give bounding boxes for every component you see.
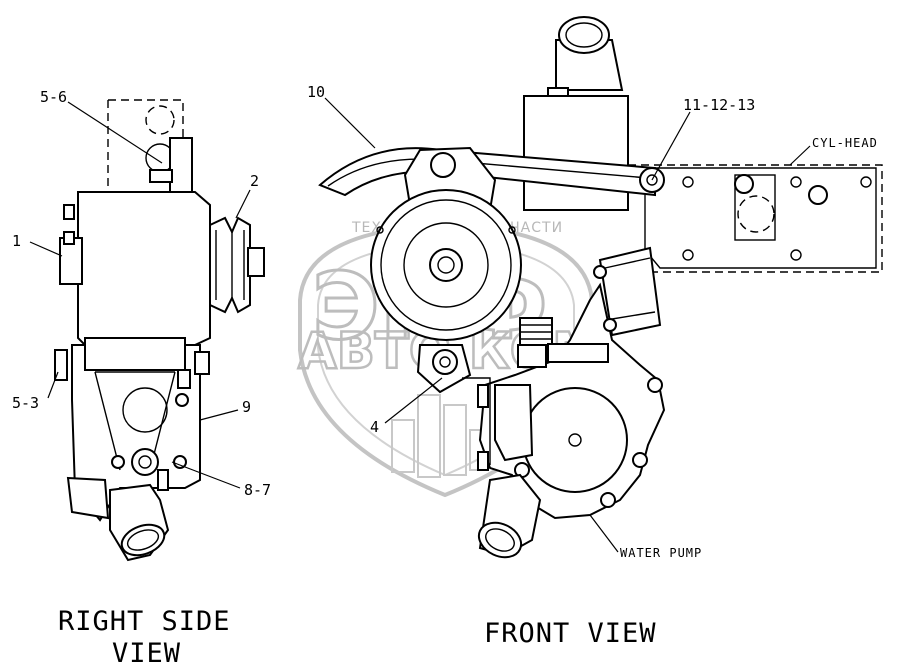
fv-cyl-head-outline: [627, 164, 883, 273]
front-view-drawing: [318, 16, 883, 559]
fv-hose-connector: [517, 317, 609, 368]
rsv-main-body: [77, 191, 211, 346]
callout-4: 4: [370, 418, 379, 436]
fv-top-outlet: [547, 16, 624, 105]
callout-1: 1: [12, 232, 21, 250]
title-right-side-line2: VIEW: [112, 638, 181, 669]
label-water-pump: WATER PUMP: [620, 546, 702, 560]
leader-lines: [29, 97, 811, 553]
callout-10: 10: [307, 83, 325, 101]
fv-inlet-tube: [477, 473, 542, 559]
title-front-view: FRONT VIEW: [484, 618, 657, 649]
callouts: 5-6 2 1 5-3 9 8-7 10 11-12-13 4: [12, 83, 755, 499]
callout-5-6: 5-6: [40, 88, 67, 106]
rsv-outlet-tube: [66, 469, 170, 562]
label-cyl-head: CYL-HEAD: [812, 136, 878, 150]
fv-pulley: [370, 189, 522, 341]
fv-bypass-elbow: [593, 246, 662, 337]
title-right-side-line1: RIGHT SIDE: [58, 606, 231, 637]
right-side-view-drawing: [54, 99, 265, 562]
rsv-pulley: [209, 216, 265, 314]
callout-11-12-13: 11-12-13: [683, 96, 755, 114]
callout-2: 2: [250, 172, 259, 190]
watermark-buildings: [391, 394, 489, 478]
callout-8-7: 8-7: [244, 481, 271, 499]
callout-9: 9: [242, 398, 251, 416]
callout-5-3: 5-3: [12, 394, 39, 412]
fv-thermostat-housing: [523, 95, 629, 211]
fv-water-pump-housing: [462, 282, 666, 520]
